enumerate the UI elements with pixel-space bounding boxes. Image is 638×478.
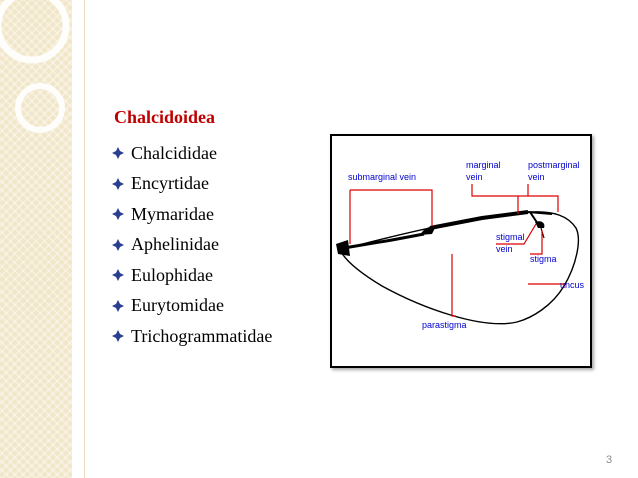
label-uncus: uncus (560, 280, 585, 290)
list-item: Trichogrammatidae (112, 321, 272, 352)
list-item: Eurytomidae (112, 291, 272, 322)
list-item-label: Aphelinidae (131, 234, 219, 255)
diamond-bullet-icon (112, 330, 124, 343)
diamond-bullet-icon (112, 177, 124, 190)
list-item: Chalcididae (112, 138, 272, 169)
diamond-bullet-icon (112, 269, 124, 282)
list-item: Eulophidae (112, 260, 272, 291)
label-marginal-vein-2: vein (466, 172, 483, 182)
list-item: Aphelinidae (112, 230, 272, 261)
wing-outline (338, 211, 580, 325)
list-item-label: Mymaridae (131, 203, 214, 224)
family-list: Chalcididae Encyrtidae Mymaridae Aphelin… (112, 138, 272, 352)
list-item-label: Trichogrammatidae (131, 325, 273, 346)
wing-base (336, 240, 350, 256)
wing-diagram-svg: submarginal vein marginal vein postmargi… (336, 160, 585, 330)
submarginal-vein (343, 232, 425, 250)
marginal-vein (429, 210, 529, 230)
stigma-knob (535, 221, 545, 228)
list-item: Mymaridae (112, 199, 272, 230)
label-submarginal-vein: submarginal vein (348, 172, 416, 182)
list-item-label: Eulophidae (131, 264, 213, 285)
list-item-label: Eurytomidae (131, 295, 224, 316)
diamond-bullet-icon (112, 238, 124, 251)
list-item: Encyrtidae (112, 169, 272, 200)
decorative-side-band (0, 0, 72, 478)
label-stigmal-vein-1: stigmal (496, 232, 525, 242)
label-stigma: stigma (530, 254, 557, 264)
label-marginal-vein-1: marginal (466, 160, 501, 170)
decorative-rings (0, 0, 70, 133)
diamond-bullet-icon (112, 299, 124, 312)
diamond-bullet-icon (112, 208, 124, 221)
label-parastigma: parastigma (422, 320, 467, 330)
label-postmarginal-vein-2: vein (528, 172, 545, 182)
pointer-lines (349, 184, 565, 317)
list-item-label: Chalcididae (131, 142, 217, 163)
list-item-label: Encyrtidae (131, 173, 209, 194)
wing-venation-diagram: submarginal vein marginal vein postmargi… (330, 134, 592, 368)
label-stigmal-vein-2: vein (496, 244, 513, 254)
diamond-bullet-icon (112, 147, 124, 160)
decorative-side-line (84, 0, 85, 478)
slide-heading: Chalcidoidea (114, 107, 216, 127)
postmarginal-vein (527, 211, 553, 215)
page-number: 3 (606, 454, 613, 466)
label-postmarginal-vein-1: postmarginal (528, 160, 580, 170)
